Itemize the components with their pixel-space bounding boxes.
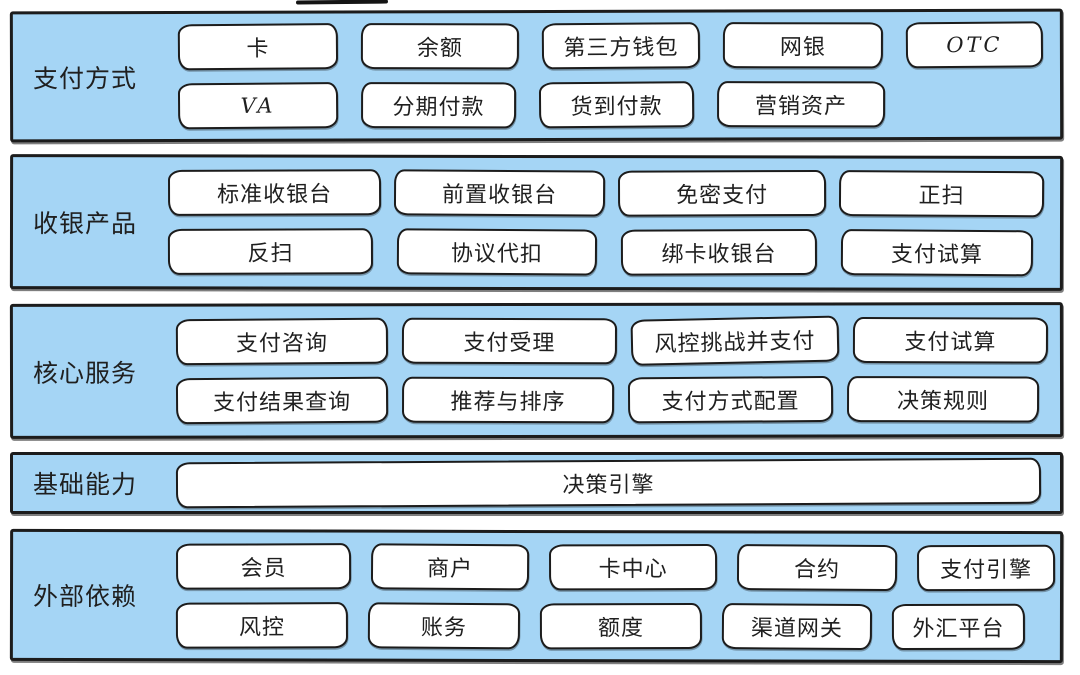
node-payment-acceptance: 支付受理 — [401, 317, 618, 365]
band-external-dependencies: 外部依赖 会员 商户 卡中心 合约 支付引擎 风控 账务 额度 渠道网关 外汇平… — [9, 528, 1064, 664]
band-cashier-products-label: 收银产品 — [32, 209, 138, 238]
node-va: VA — [177, 82, 339, 130]
node-member: 会员 — [175, 542, 352, 590]
node-quota: 额度 — [539, 602, 703, 649]
node-payment-consultation: 支付咨询 — [175, 317, 389, 366]
node-risk-challenge-and-pay: 风控挑战并支付 — [630, 315, 840, 366]
node-password-free-payment: 免密支付 — [617, 169, 827, 217]
cropped-stroke-artifact — [295, 0, 389, 5]
node-decision-engine: 决策引擎 — [175, 457, 1042, 509]
node-payment-engine: 支付引擎 — [916, 544, 1056, 591]
node-recommendation-ranking: 推荐与排序 — [401, 376, 615, 424]
node-marketing-assets: 营销资产 — [717, 81, 886, 128]
node-contract: 合约 — [736, 543, 898, 591]
node-reverse-scan: 反扫 — [167, 228, 374, 275]
node-card-binding-checkout: 绑卡收银台 — [620, 228, 818, 276]
band-foundation-capabilities: 基础能力 决策引擎 — [10, 452, 1063, 514]
band-foundation-capabilities-label: 基础能力 — [33, 471, 138, 499]
node-merchant: 商户 — [370, 542, 530, 590]
node-forex-platform: 外汇平台 — [891, 603, 1026, 650]
node-card-center: 卡中心 — [548, 543, 718, 590]
node-agreement-debit: 协议代扣 — [396, 228, 598, 276]
band-external-dependencies-label: 外部依赖 — [32, 582, 138, 612]
band-cashier-products: 收银产品 标准收银台 前置收银台 免密支付 正扫 反扫 协议代扣 绑卡收银台 支… — [9, 154, 1064, 291]
node-otc: OTC — [905, 21, 1044, 69]
node-payment-trial-calc: 支付试算 — [840, 229, 1034, 277]
node-payment-trial-calc-core: 支付试算 — [852, 317, 1049, 364]
node-installment-payment: 分期付款 — [361, 82, 517, 129]
node-forward-scan: 正扫 — [838, 170, 1045, 218]
node-third-party-wallet: 第三方钱包 — [541, 22, 701, 70]
band-payment-methods: 支付方式 卡 余额 第三方钱包 网银 OTC VA 分期付款 货到付款 营销资产 — [9, 8, 1064, 143]
node-standard-checkout: 标准收银台 — [167, 169, 382, 216]
node-risk-control: 风控 — [175, 601, 349, 649]
node-online-banking: 网银 — [722, 22, 883, 69]
band-core-services: 核心服务 支付咨询 支付受理 风控挑战并支付 支付试算 支付结果查询 推荐与排序… — [9, 302, 1064, 439]
band-core-services-label: 核心服务 — [32, 359, 138, 388]
node-accounting: 账务 — [367, 601, 521, 649]
node-payment-method-config: 支付方式配置 — [627, 375, 834, 424]
node-payment-result-query: 支付结果查询 — [175, 376, 389, 425]
node-decision-rules: 决策规则 — [846, 376, 1040, 423]
node-pre-checkout: 前置收银台 — [393, 169, 606, 217]
node-cash-on-delivery: 货到付款 — [538, 81, 695, 129]
band-payment-methods-label: 支付方式 — [32, 64, 138, 93]
node-balance: 余额 — [360, 23, 519, 70]
node-card: 卡 — [177, 23, 339, 71]
node-channel-gateway: 渠道网关 — [721, 602, 873, 650]
